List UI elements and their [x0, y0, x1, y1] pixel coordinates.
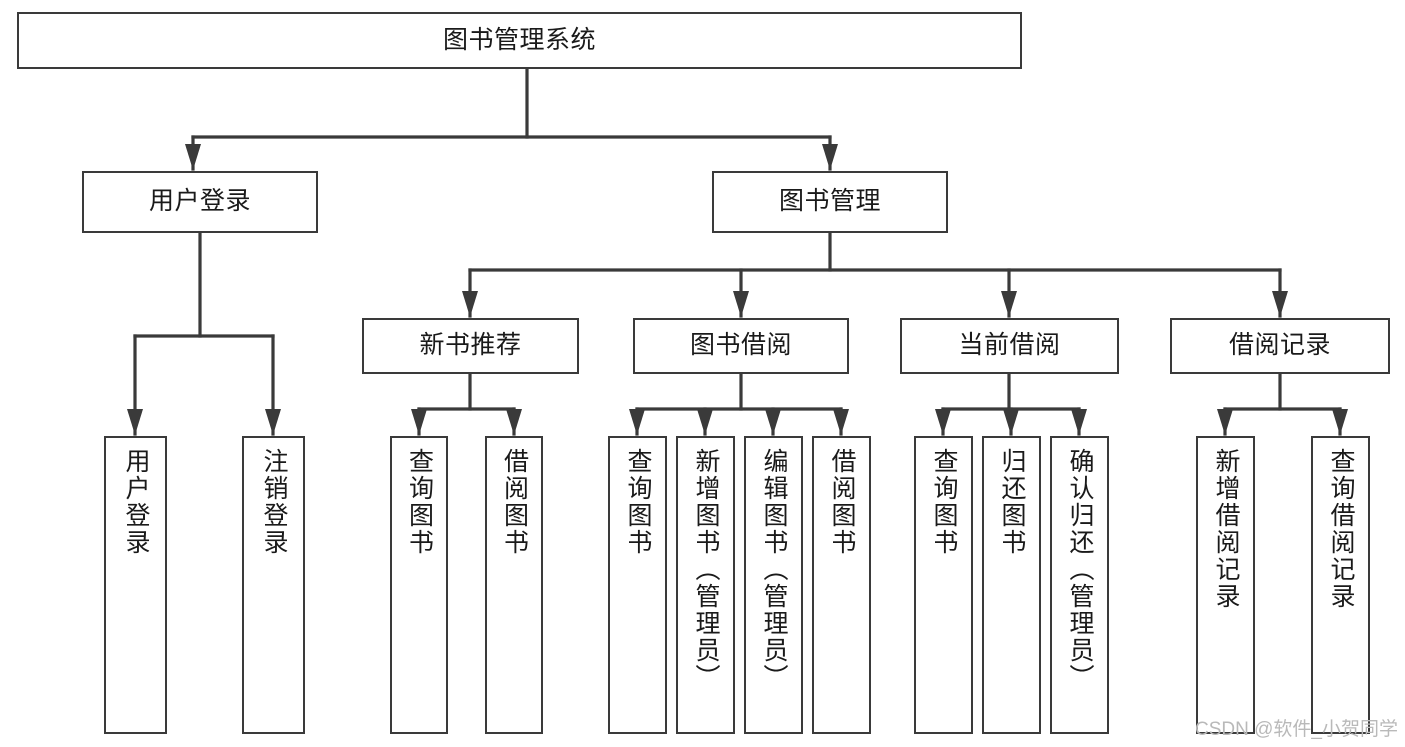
node-label: 新增借阅记录 [1212, 448, 1240, 610]
node-borrow-record: 借阅记录 [1170, 318, 1390, 374]
node-label: 用户登录 [122, 448, 150, 556]
node-leaf-query-book-2: 查询图书 [608, 436, 667, 734]
node-leaf-confirm-return: 确认归还（管理员） [1050, 436, 1109, 734]
node-label: 注销登录 [260, 448, 288, 556]
node-leaf-logout: 注销登录 [242, 436, 305, 734]
node-label: 借阅图书 [500, 448, 529, 556]
node-label: 新书推荐 [419, 331, 522, 360]
node-label: 图书借阅 [689, 331, 792, 360]
node-leaf-query-book-1: 查询图书 [390, 436, 448, 734]
node-label: 查询图书 [405, 448, 434, 556]
node-leaf-edit-book: 编辑图书（管理员） [744, 436, 803, 734]
arrow-head [411, 409, 427, 435]
arrow-head [265, 409, 281, 435]
arrow-head [935, 409, 951, 435]
node-new-book-rec: 新书推荐 [362, 318, 579, 374]
arrow-head [733, 291, 749, 317]
node-leaf-borrow-book-1: 借阅图书 [485, 436, 543, 734]
arrow-head [822, 144, 838, 170]
node-label: 查询图书 [624, 448, 652, 556]
csdn-watermark: CSDN @软件_小贺同学 [1195, 719, 1398, 740]
node-label: 借阅图书 [828, 448, 856, 556]
arrow-head [1003, 409, 1019, 435]
node-leaf-borrow-book-2: 借阅图书 [812, 436, 871, 734]
node-leaf-query-record: 查询借阅记录 [1311, 436, 1370, 734]
arrow-head [1272, 291, 1288, 317]
arrow-head [765, 409, 781, 435]
arrow-head [1071, 409, 1087, 435]
node-leaf-return-book: 归还图书 [982, 436, 1041, 734]
arrow-head [833, 409, 849, 435]
node-label: 归还图书 [998, 448, 1026, 556]
node-label: 确认归还（管理员） [1066, 448, 1094, 691]
node-label: 用户登录 [148, 187, 251, 216]
node-label: 新增图书（管理员） [692, 448, 720, 691]
arrow-head [462, 291, 478, 317]
arrow-head [1217, 409, 1233, 435]
arrow-head [1001, 291, 1017, 317]
node-root: 图书管理系统 [17, 12, 1022, 69]
node-user-login: 用户登录 [82, 171, 318, 233]
node-leaf-add-book: 新增图书（管理员） [676, 436, 735, 734]
arrow-head [185, 144, 201, 170]
node-label: 查询图书 [930, 448, 958, 556]
node-leaf-add-record: 新增借阅记录 [1196, 436, 1255, 734]
node-label: 图书管理系统 [442, 25, 596, 54]
node-book-borrow: 图书借阅 [633, 318, 849, 374]
node-leaf-user-login: 用户登录 [104, 436, 167, 734]
node-book-manage: 图书管理 [712, 171, 948, 233]
node-label: 查询借阅记录 [1327, 448, 1355, 610]
node-label: 图书管理 [778, 187, 881, 216]
arrow-head [127, 409, 143, 435]
node-label: 编辑图书（管理员） [760, 448, 788, 691]
arrow-head [697, 409, 713, 435]
node-leaf-query-book-3: 查询图书 [914, 436, 973, 734]
node-label: 当前借阅 [958, 331, 1061, 360]
arrow-head [506, 409, 522, 435]
node-current-borrow: 当前借阅 [900, 318, 1119, 374]
node-label: 借阅记录 [1228, 331, 1331, 360]
arrow-head [629, 409, 645, 435]
arrow-head [1332, 409, 1348, 435]
